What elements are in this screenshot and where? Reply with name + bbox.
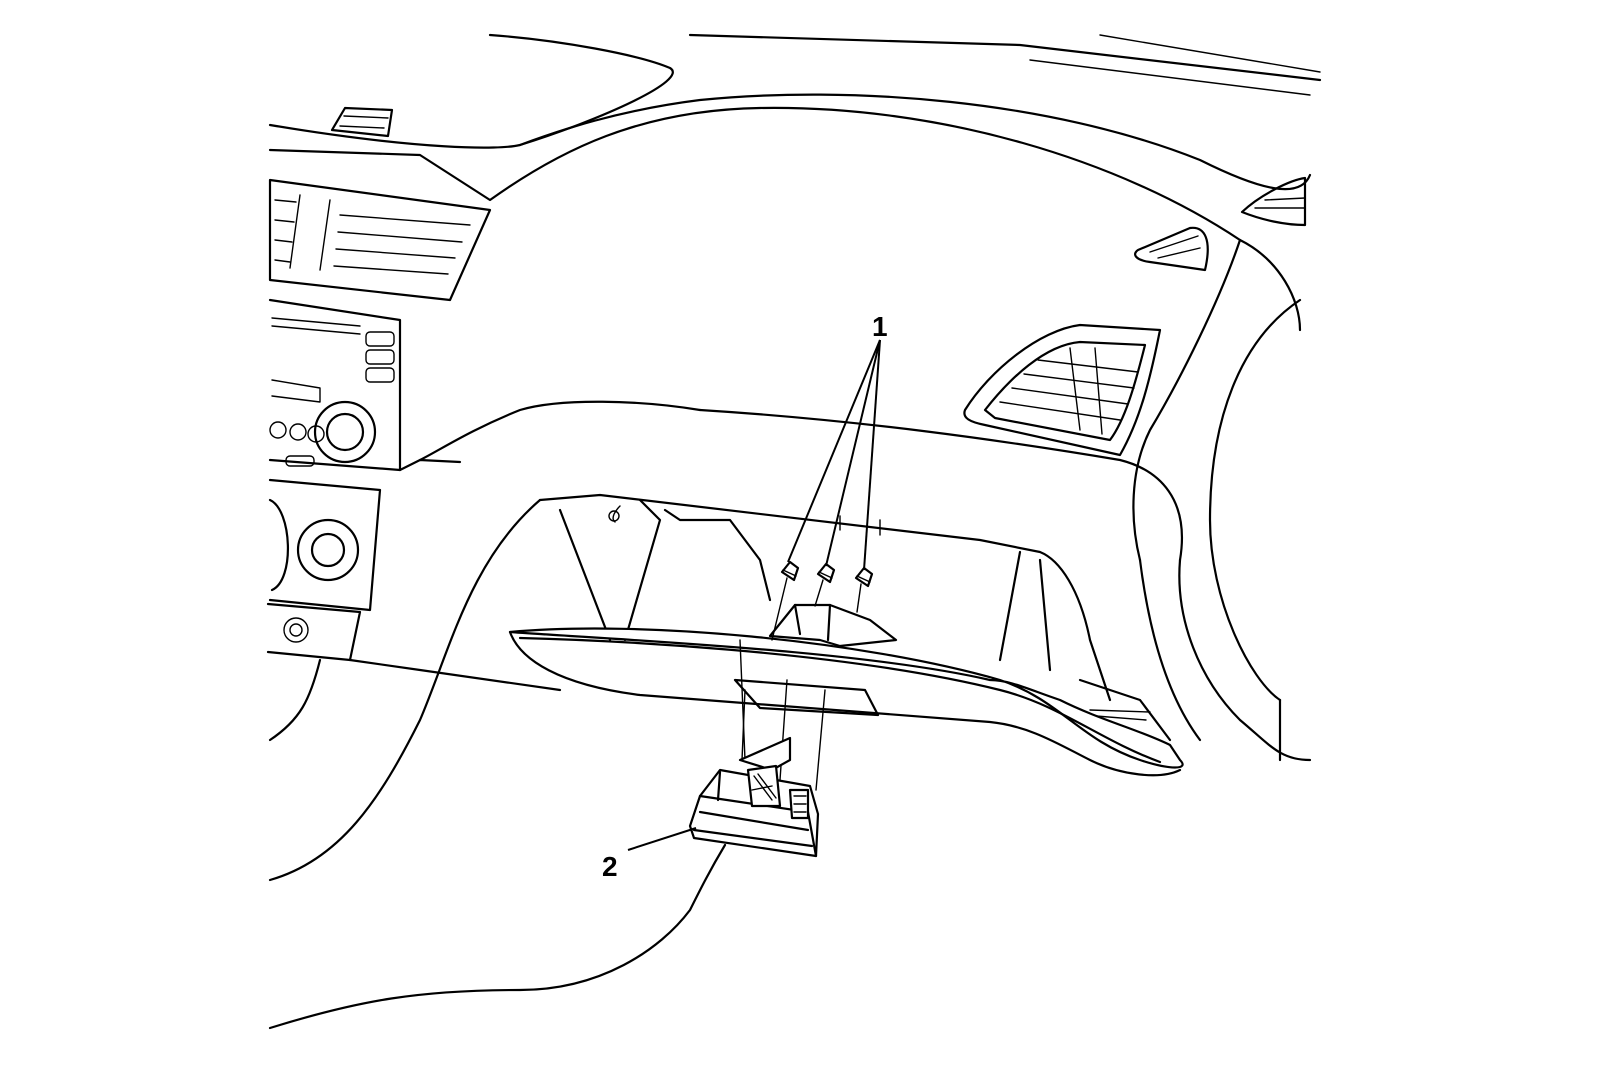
latch-screws — [739, 560, 874, 791]
glove-box-opening — [538, 493, 1172, 742]
screw-3 — [854, 566, 874, 588]
side-air-vent — [963, 323, 1162, 457]
callout-label-2: 2 — [602, 851, 618, 882]
center-console-outline — [268, 400, 727, 1030]
top-defroster-vent — [330, 106, 394, 138]
lower-instrument-panel — [698, 238, 1312, 762]
callout-2-leader — [627, 827, 697, 851]
screw-1 — [780, 560, 800, 582]
corner-vent — [1134, 226, 1209, 272]
hvac-control-panel — [266, 478, 382, 662]
glove-box-latch — [688, 736, 820, 858]
radio-unit — [268, 298, 402, 472]
callout-label-1: 1 — [872, 311, 888, 342]
right-defrost-vent — [1240, 176, 1307, 227]
latch-housing — [768, 603, 898, 648]
glove-box-door — [508, 627, 1184, 777]
center-air-vent — [268, 178, 492, 302]
dashboard-top-outline — [268, 33, 1322, 332]
callout-1-leaders — [787, 339, 881, 571]
screw-2 — [816, 562, 836, 584]
